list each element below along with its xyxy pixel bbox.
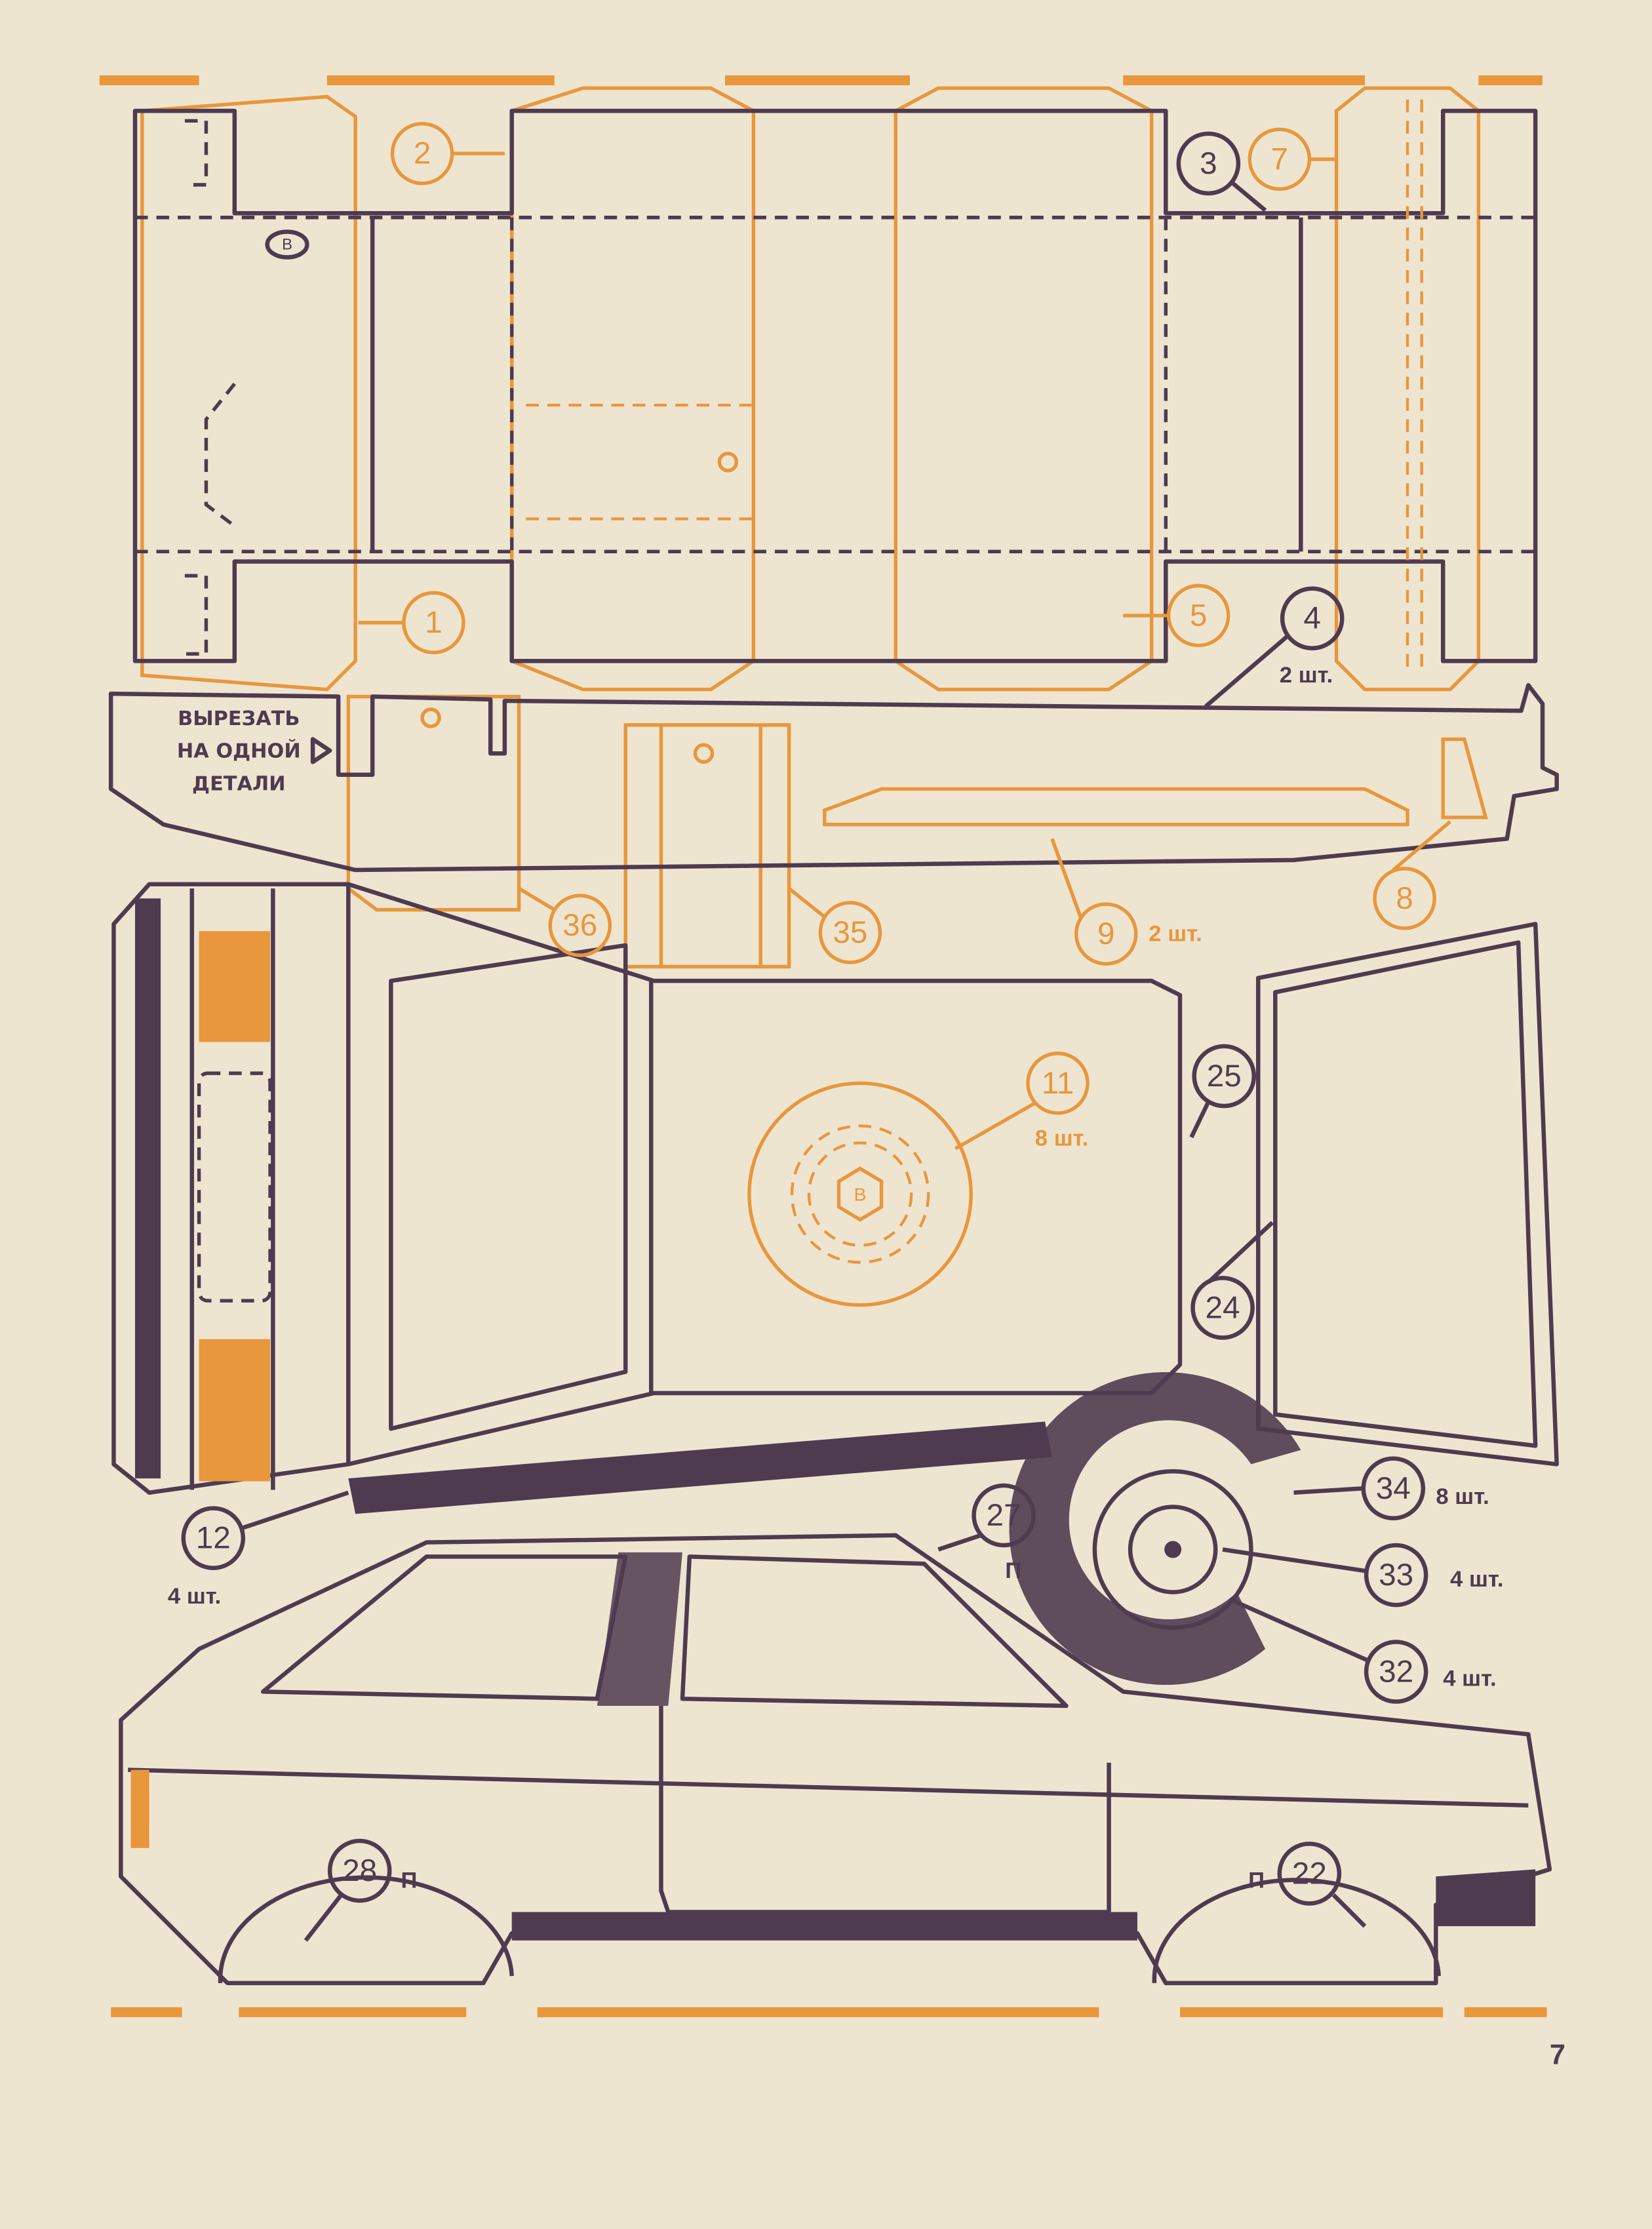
part-roof: В: [111, 882, 1559, 1495]
svg-text:3: 3: [1200, 146, 1217, 181]
label-part-32: 32 4 шт.: [1364, 1640, 1497, 1704]
qty-part-34: 8 шт.: [1436, 1484, 1489, 1509]
part-12-strip: [348, 1421, 1052, 1514]
label-part-34: 34 8 шт.: [1361, 1456, 1489, 1521]
svg-text:5: 5: [1190, 598, 1208, 633]
label-part-4: 4 2 шт.: [1280, 586, 1345, 688]
mark-part-28: П: [401, 1868, 418, 1893]
svg-text:7: 7: [1271, 142, 1289, 176]
svg-text:35: 35: [833, 915, 867, 950]
qty-part-9: 2 шт.: [1149, 921, 1202, 946]
top-guide-marks: [99, 75, 1543, 86]
svg-text:24: 24: [1206, 1290, 1240, 1325]
qty-part-4: 2 шт.: [1280, 663, 1333, 688]
part-wheel-parts: [1009, 1372, 1301, 1686]
part-sill: ВЫРЕЗАТЬ НА ОДНОЙ ДЕТАЛИ: [108, 682, 1559, 969]
hubcap-letter: В: [854, 1183, 867, 1204]
label-part-33: 33 4 шт.: [1364, 1543, 1503, 1608]
part-floor: В: [132, 86, 1538, 692]
note-line-1: ВЫРЕЗАТЬ: [178, 707, 300, 730]
svg-text:1: 1: [425, 605, 442, 640]
svg-text:25: 25: [1207, 1059, 1242, 1094]
svg-text:34: 34: [1376, 1471, 1411, 1506]
label-part-3: 3: [1176, 131, 1241, 196]
page-number: 7: [1550, 2039, 1565, 2070]
label-part-35: 35: [818, 901, 882, 964]
label-part-1: 1: [402, 591, 465, 654]
label-part-9: 9 2 шт.: [1074, 902, 1202, 966]
mark-part-22: П: [1248, 1868, 1265, 1893]
svg-text:32: 32: [1379, 1655, 1413, 1689]
qty-part-12: 4 шт.: [168, 1584, 221, 1609]
note-line-2: НА ОДНОЙ: [177, 740, 301, 763]
label-part-36: 36: [548, 894, 612, 957]
label-part-8: 8: [1373, 867, 1436, 930]
svg-text:28: 28: [342, 1853, 377, 1888]
svg-text:11: 11: [1042, 1066, 1074, 1101]
leader-lines: [241, 151, 1451, 1942]
label-part-25: 25: [1192, 1044, 1257, 1109]
label-part-12: 12 4 шт.: [168, 1506, 246, 1609]
svg-text:9: 9: [1097, 917, 1115, 951]
svg-text:22: 22: [1292, 1856, 1327, 1891]
svg-text:4: 4: [1303, 601, 1321, 636]
svg-text:12: 12: [196, 1521, 231, 1556]
bottom-guide-marks: [111, 2007, 1547, 2017]
label-part-28: 28 П: [327, 1838, 418, 1903]
svg-text:27: 27: [987, 1498, 1021, 1533]
svg-text:8: 8: [1396, 881, 1413, 916]
part-car-side: [119, 1533, 1552, 1986]
badge-letter: В: [282, 235, 292, 253]
tail-lights: [199, 931, 271, 1482]
qty-part-11: 8 шт.: [1035, 1126, 1088, 1151]
label-part-7: 7: [1248, 127, 1312, 191]
mark-part-27: П: [1005, 1558, 1021, 1583]
note-line-3: ДЕТАЛИ: [192, 773, 286, 796]
svg-text:2: 2: [414, 136, 431, 171]
label-part-11: 11 8 шт.: [1026, 1052, 1090, 1151]
qty-part-32: 4 шт.: [1443, 1667, 1496, 1691]
label-part-24: 24: [1190, 1276, 1255, 1340]
label-part-27: 27 П: [972, 1483, 1036, 1583]
qty-part-33: 4 шт.: [1450, 1567, 1503, 1592]
svg-text:33: 33: [1379, 1558, 1413, 1592]
label-part-22: 22 П: [1248, 1842, 1342, 1906]
label-part-5: 5: [1166, 583, 1230, 648]
svg-text:36: 36: [562, 908, 597, 943]
part-labels: 2 3 7 1 5 4 2 шт. 8 9 2 шт. 36 35 11 8 ш…: [168, 121, 1503, 1906]
label-part-2: 2: [390, 121, 454, 186]
